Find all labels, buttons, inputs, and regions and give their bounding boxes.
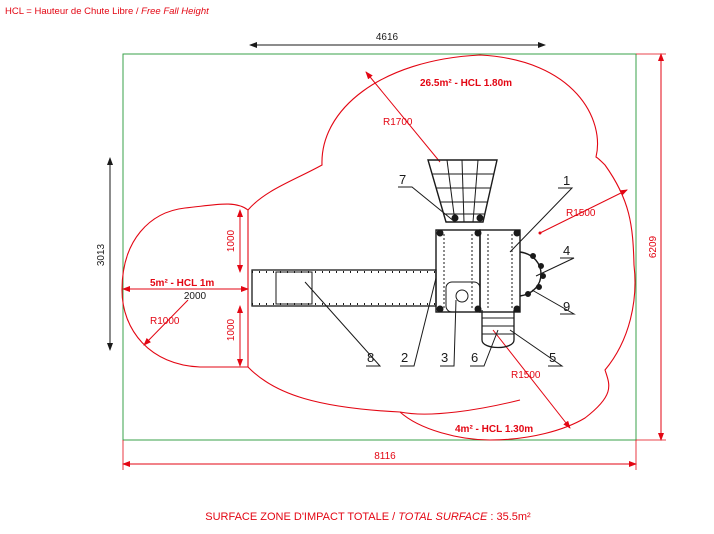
total-boundary — [122, 53, 637, 441]
zone-top-label: 26.5m² - HCL 1.80m — [420, 78, 512, 89]
dim-arm-lower: 1000 — [226, 318, 237, 341]
footer-separator: / — [389, 511, 398, 523]
callout-4: 4 — [563, 243, 570, 258]
footer-label-en: TOTAL SURFACE — [398, 511, 488, 523]
radius-right-upper-leader — [539, 189, 628, 234]
bridge-left — [251, 269, 437, 307]
radius-top-leader — [365, 71, 441, 163]
bridge-box — [275, 271, 313, 305]
play-structure — [251, 159, 546, 349]
radius-right-lower: R1500 — [511, 370, 541, 381]
zone-inner-arc — [399, 399, 521, 415]
callout-2: 2 — [401, 350, 408, 365]
callout-6: 6 — [471, 350, 478, 365]
legend-separator: / — [133, 6, 141, 17]
callout-leaders — [304, 186, 576, 367]
dim-right-height: 6209 — [648, 235, 659, 258]
step-ladder — [481, 310, 515, 349]
dim-left-height: 3013 — [96, 243, 107, 266]
callout-8: 8 — [367, 350, 374, 365]
legend-prefix: HCL = Hauteur de Chute Libre — [5, 6, 133, 17]
footer-colon: : — [487, 511, 496, 523]
zone-bottom-label: 4m² - HCL 1.30m — [455, 424, 533, 435]
tower-platform-right — [479, 229, 521, 313]
dim-arm-length: 2000 — [184, 291, 207, 302]
callout-5: 5 — [549, 350, 556, 365]
impact-zone-outline — [121, 54, 636, 441]
footer-total-surface: SURFACE ZONE D'IMPACT TOTALE / TOTAL SUR… — [205, 511, 531, 523]
radius-left-leader — [143, 299, 189, 346]
callout-7: 7 — [399, 172, 406, 187]
footer-label-fr: SURFACE ZONE D'IMPACT TOTALE — [205, 511, 389, 523]
footer-value: 35.5m² — [496, 511, 531, 523]
legend-text: HCL = Hauteur de Chute Libre / Free Fall… — [5, 6, 209, 17]
callout-1: 1 — [563, 173, 570, 188]
tower-platform-left — [435, 229, 481, 313]
dim-arm-upper: 1000 — [226, 229, 237, 252]
legend-english: Free Fall Height — [141, 6, 209, 17]
dim-top-width: 4616 — [376, 32, 399, 43]
climbing-net — [427, 159, 498, 223]
callout-3: 3 — [441, 350, 448, 365]
radius-left: R1000 — [150, 316, 180, 327]
radius-right-upper: R1500 — [566, 208, 596, 219]
dim-bottom-width: 8116 — [374, 451, 396, 462]
seat-panel — [445, 281, 481, 313]
radius-top: R1700 — [383, 117, 413, 128]
callout-9: 9 — [563, 299, 570, 314]
zone-left-label: 5m² - HCL 1m — [150, 278, 214, 289]
radius-right-upper-center — [538, 231, 542, 235]
